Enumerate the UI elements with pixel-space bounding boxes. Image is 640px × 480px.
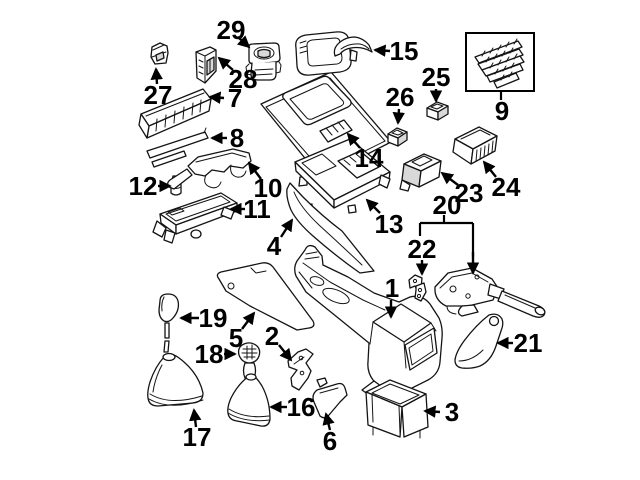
callout-label-8: 8: [230, 123, 244, 153]
callout-label-10: 10: [254, 173, 283, 203]
parking-brake-lever: [434, 267, 546, 318]
part-3-rear-compartment: [361, 379, 429, 439]
callout-label-9: 9: [495, 96, 509, 126]
callout-arrow-15: [373, 44, 391, 57]
callout-label-15: 15: [390, 36, 419, 66]
callout-label-19: 19: [199, 303, 228, 333]
callout-arrow-2: [278, 344, 293, 362]
part-8-trim-strip: [146, 127, 209, 168]
part-25-switch: [426, 101, 449, 121]
callout-label-20: 20: [433, 190, 462, 220]
callout-arrow-14: [346, 132, 361, 149]
part-10-mounting-bracket: [167, 148, 252, 190]
callout-arrow-17: [189, 408, 202, 428]
callout-label-14: 14: [355, 143, 384, 173]
shifter-bezel: [295, 31, 358, 76]
callout-label-28: 28: [229, 64, 258, 94]
callout-arrow-29: [236, 35, 251, 49]
callout-label-1: 1: [385, 273, 399, 303]
callout-label-29: 29: [217, 15, 246, 45]
callout-arrow-7: [208, 91, 225, 104]
callout-arrow-26: [392, 108, 405, 125]
part-23-switch-housing: [399, 153, 442, 192]
callout-label-7: 7: [228, 83, 242, 113]
part-17-shift-boot: [147, 352, 204, 407]
callout-arrow-6: [322, 412, 335, 431]
part-7-storage-tray: [138, 88, 212, 139]
callout-arrow-3: [423, 405, 441, 418]
callout-label-11: 11: [243, 194, 271, 224]
callout-label-2: 2: [265, 321, 279, 351]
part-2-support-bracket: [287, 348, 314, 391]
callout-arrow-4: [279, 218, 294, 238]
part-4-side-trim-panel: [286, 182, 375, 274]
part-6-side-cover: [312, 377, 348, 419]
callout-label-18: 18: [195, 339, 224, 369]
callout-arrow-10: [247, 161, 262, 180]
callout-arrow-28: [217, 56, 234, 71]
callout-label-5: 5: [229, 323, 243, 353]
part-27-switch: [150, 42, 169, 65]
part-15-trim-arm: [333, 36, 373, 57]
callout-arrow-13: [365, 198, 381, 214]
callout-label-4: 4: [267, 231, 282, 261]
callout-arrow-24: [482, 160, 497, 178]
callout-label-23: 23: [455, 178, 484, 208]
callout-label-16: 16: [287, 392, 316, 422]
part-5-side-panel: [216, 262, 315, 331]
callout-label-6: 6: [323, 426, 337, 456]
callout-arrow-5: [241, 311, 256, 330]
callout-label-26: 26: [386, 82, 415, 112]
part-26-clip-tray: [387, 127, 408, 147]
part-29-cupholder-insert: [245, 42, 282, 81]
callout-label-3: 3: [445, 397, 459, 427]
callout-label-21: 21: [514, 328, 543, 358]
part-24-switch-panel: [452, 126, 498, 165]
part-9-coin-holder-inserts: [474, 38, 525, 89]
callout-label-22: 22: [408, 234, 437, 264]
callout-label-27: 27: [144, 80, 173, 110]
part-21-handbrake-boot: [454, 313, 504, 369]
part-11-storage-tray-lower: [152, 192, 238, 244]
callout-label-17: 17: [183, 422, 212, 452]
callout-label-13: 13: [375, 209, 404, 239]
callout-arrow-23: [440, 171, 459, 186]
part-16-shift-boot-manual: [227, 373, 271, 427]
callout-arrow-27: [150, 67, 163, 85]
callout-label-12: 12: [129, 171, 158, 201]
part-19-shift-knob-auto: [158, 293, 180, 353]
callout-label-24: 24: [492, 172, 521, 202]
part-28-switch-unit: [195, 46, 217, 84]
callout-label-25: 25: [422, 62, 451, 92]
